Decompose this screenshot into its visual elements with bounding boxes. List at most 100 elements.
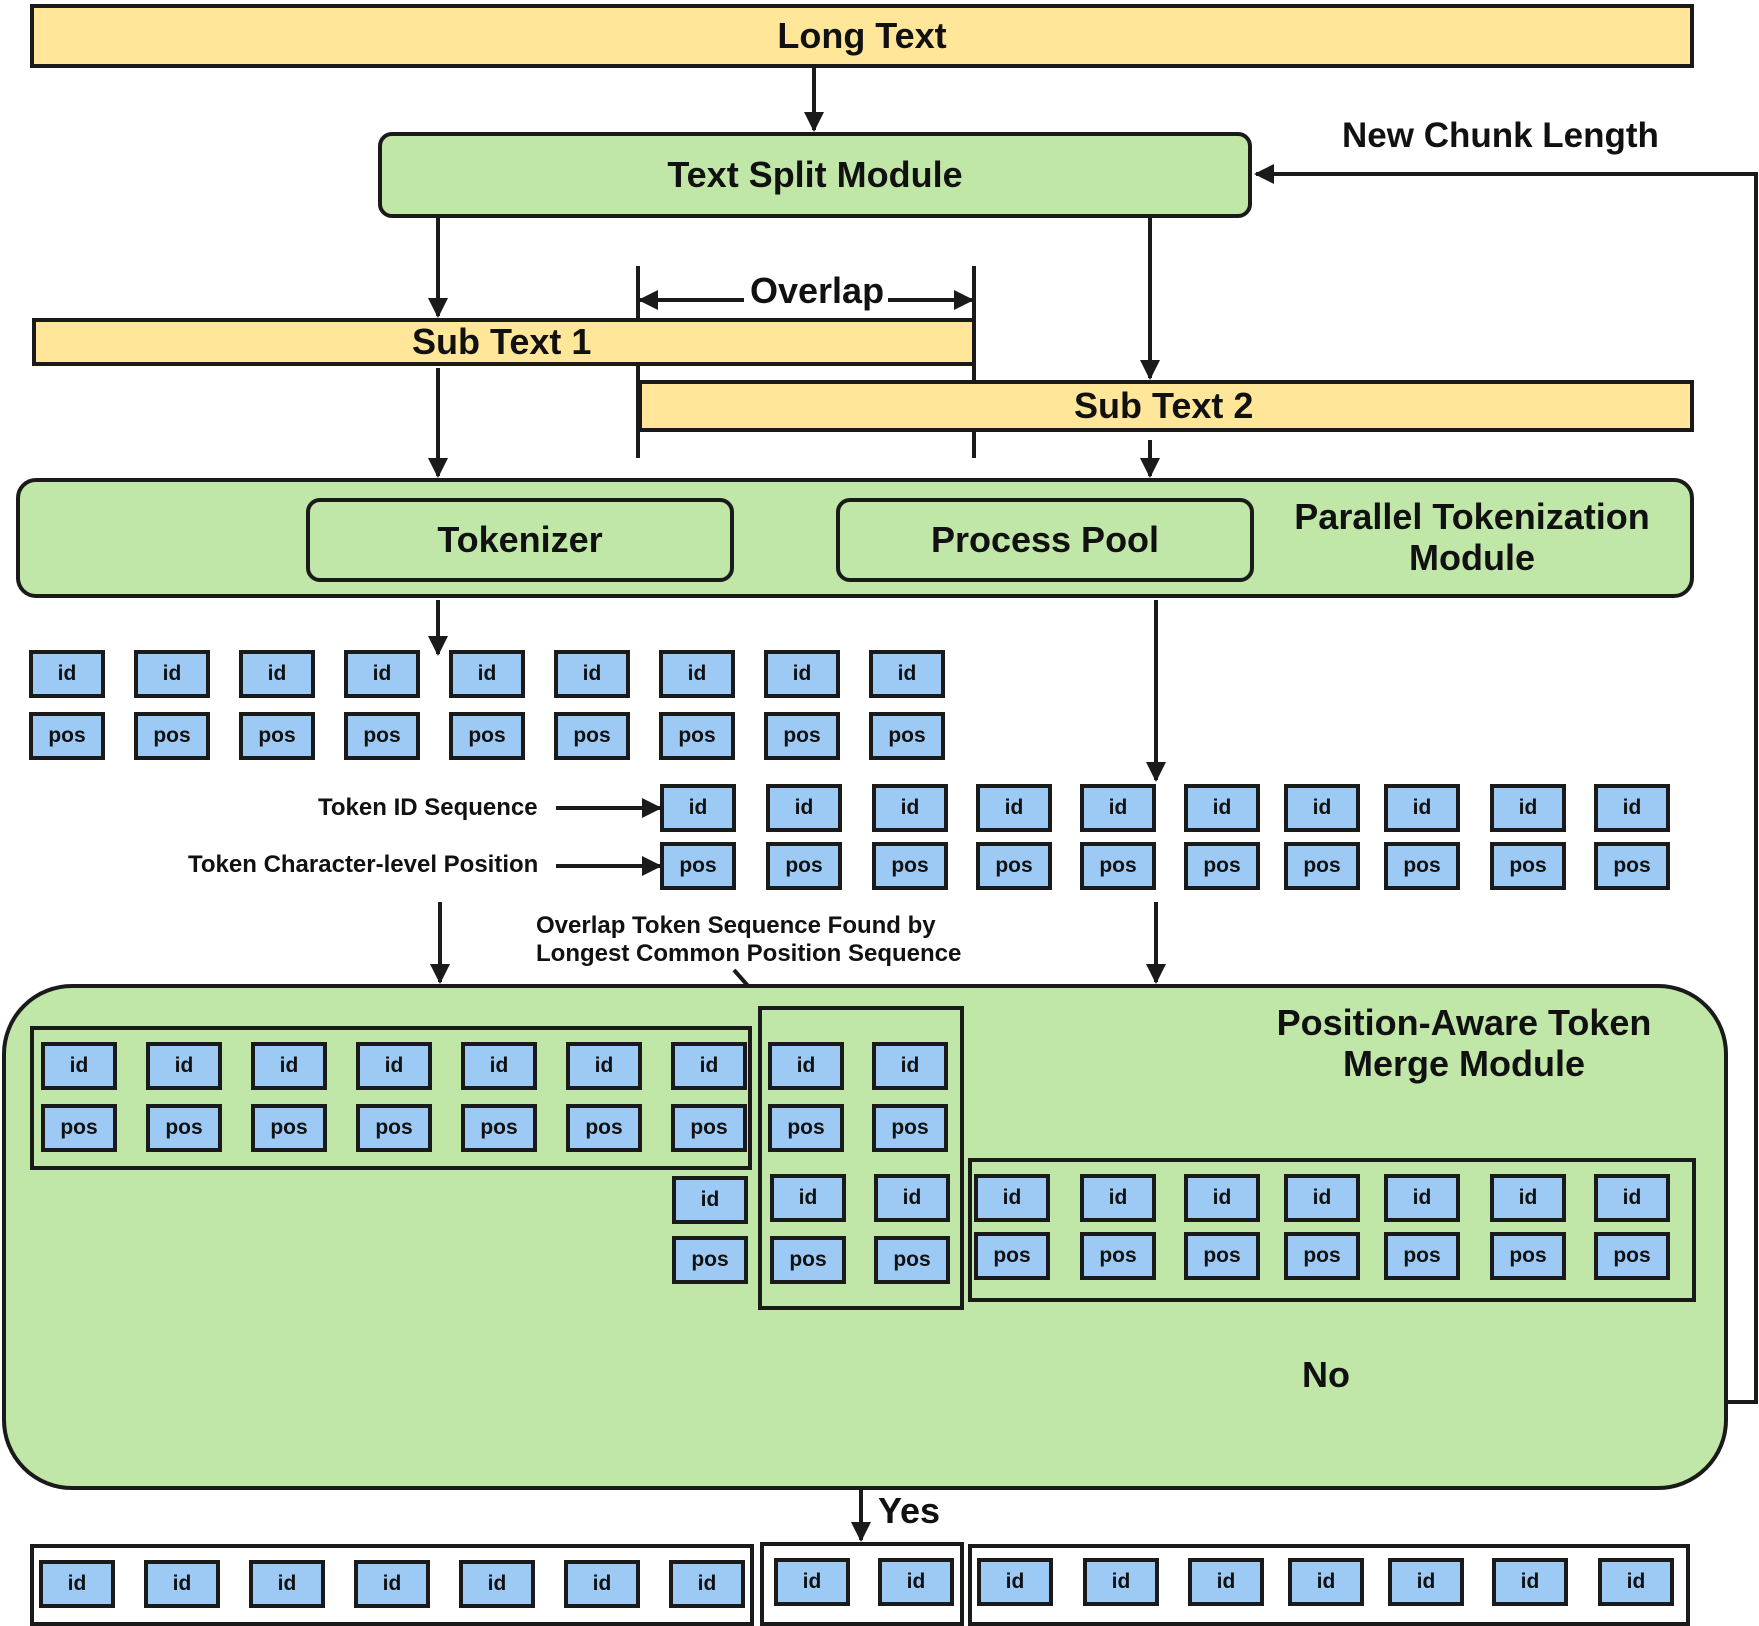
token-id-box: id [1594,784,1670,832]
token-id-box: id [459,1560,535,1608]
token-pos-box: pos [766,842,842,890]
token-pos-box: pos [869,712,945,760]
token-id-box: id [874,1174,950,1222]
token-pos-box: pos [1284,842,1360,890]
token-id-box: id [764,650,840,698]
overlap-found-line1: Overlap Token Sequence Found by [536,912,936,939]
token-pos-box: pos [660,842,736,890]
token-pos-box: pos [251,1104,327,1152]
token-id-box: id [774,1558,850,1606]
process-pool-label: Process Pool [930,519,1160,560]
output-left-group [30,1544,754,1626]
token-id-box: id [354,1560,430,1608]
token-pos-box: pos [874,1236,950,1284]
token-pos-box: pos [1184,1232,1260,1280]
token-id-sequence-label: Token ID Sequence [318,794,538,821]
token-id-box: id [356,1042,432,1090]
token-id-box: id [1284,1174,1360,1222]
token-id-box: id [974,1174,1050,1222]
parallel-module-title: Parallel Tokenization Module [1256,496,1688,579]
token-id-box: id [1184,1174,1260,1222]
token-pos-box: pos [976,842,1052,890]
tokenizer-label: Tokenizer [437,519,603,560]
token-pos-box: pos [770,1236,846,1284]
token-id-box: id [251,1042,327,1090]
token-id-box: id [669,1560,745,1608]
token-id-box: id [1492,1558,1568,1606]
token-id-box: id [1184,784,1260,832]
token-id-box: id [146,1042,222,1090]
token-pos-box: pos [449,712,525,760]
overlap-found-annotation: Overlap Token Sequence Found by Longest … [536,912,961,967]
merge-module-title-line1: Position-Aware Token [1276,1002,1652,1043]
token-id-box: id [977,1558,1053,1606]
token-pos-box: pos [768,1104,844,1152]
token-pos-box: pos [1080,1232,1156,1280]
token-id-box: id [1284,784,1360,832]
token-id-box: id [1080,784,1156,832]
token-pos-box: pos [29,712,105,760]
token-pos-box: pos [974,1232,1050,1280]
token-pos-box: pos [1384,842,1460,890]
overlap-label: Overlap [746,270,889,312]
token-pos-box: pos [872,842,948,890]
token-pos-box: pos [356,1104,432,1152]
token-id-box: id [144,1560,220,1608]
token-id-box: id [1384,1174,1460,1222]
output-overlap-group [760,1542,964,1626]
token-pos-box: pos [1490,842,1566,890]
token-id-box: id [1384,784,1460,832]
token-pos-box: pos [1284,1232,1360,1280]
sub-text-1-label: Sub Text 1 [412,321,592,362]
token-id-box: id [768,1042,844,1090]
token-pos-box: pos [239,712,315,760]
token-id-box: id [872,784,948,832]
token-pos-box: pos [554,712,630,760]
token-id-box: id [976,784,1052,832]
token-pos-box: pos [1594,1232,1670,1280]
token-id-box: id [239,650,315,698]
new-chunk-length-label: New Chunk Length [1342,116,1659,155]
merge-right-group [968,1158,1696,1302]
token-pos-box: pos [872,1104,948,1152]
token-pos-box: pos [134,712,210,760]
token-id-box: id [249,1560,325,1608]
overlap-found-line2: Longest Common Position Sequence [536,939,962,967]
token-id-box: id [1598,1558,1674,1606]
token-pos-box: pos [146,1104,222,1152]
token-id-box: id [660,784,736,832]
text-split-module: Text Split Module [378,132,1252,218]
sub-text-2-label: Sub Text 2 [1074,385,1254,426]
token-pos-box: pos [1490,1232,1566,1280]
token-pos-box: pos [764,712,840,760]
token-pos-box: pos [1594,842,1670,890]
token-pos-box: pos [1080,842,1156,890]
token-id-box: id [671,1042,747,1090]
token-id-box: id [872,1042,948,1090]
token-pos-box: pos [659,712,735,760]
token-id-box: id [39,1560,115,1608]
token-pos-box: pos [566,1104,642,1152]
sub-text-1-block: Sub Text 1 [32,318,976,366]
token-id-box: id [672,1176,748,1224]
token-pos-box: pos [672,1236,748,1284]
tokenizer-box: Tokenizer [306,498,734,582]
token-id-box: id [134,650,210,698]
merge-module-title-line2: Merge Module [1342,1043,1585,1085]
text-split-module-label: Text Split Module [667,154,963,195]
token-id-box: id [344,650,420,698]
output-right-group [968,1544,1690,1626]
token-pos-box: pos [1184,842,1260,890]
token-id-box: id [1490,784,1566,832]
long-text-block: Long Text [30,4,1694,68]
token-pos-box: pos [461,1104,537,1152]
parallel-module-title-line1: Parallel Tokenization [1294,496,1650,537]
token-id-box: id [566,1042,642,1090]
sub-text-2-block: Sub Text 2 [638,380,1694,432]
token-id-box: id [564,1560,640,1608]
token-id-box: id [1288,1558,1364,1606]
token-id-box: id [1083,1558,1159,1606]
token-char-position-label: Token Character-level Position [188,851,539,878]
token-id-box: id [41,1042,117,1090]
